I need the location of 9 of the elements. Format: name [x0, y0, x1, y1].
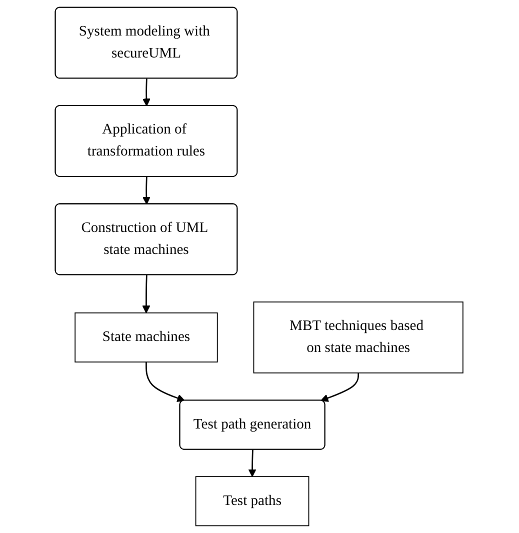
node-box: MBT techniques based on state machines — [254, 302, 464, 374]
arrow — [248, 450, 257, 477]
arrow — [320, 372, 360, 402]
arrow — [146, 362, 186, 402]
arrow — [142, 176, 151, 205]
node-box: State machines — [75, 312, 218, 362]
arrow — [142, 275, 151, 314]
arrow — [142, 78, 151, 106]
node-box: Test paths — [196, 476, 310, 526]
